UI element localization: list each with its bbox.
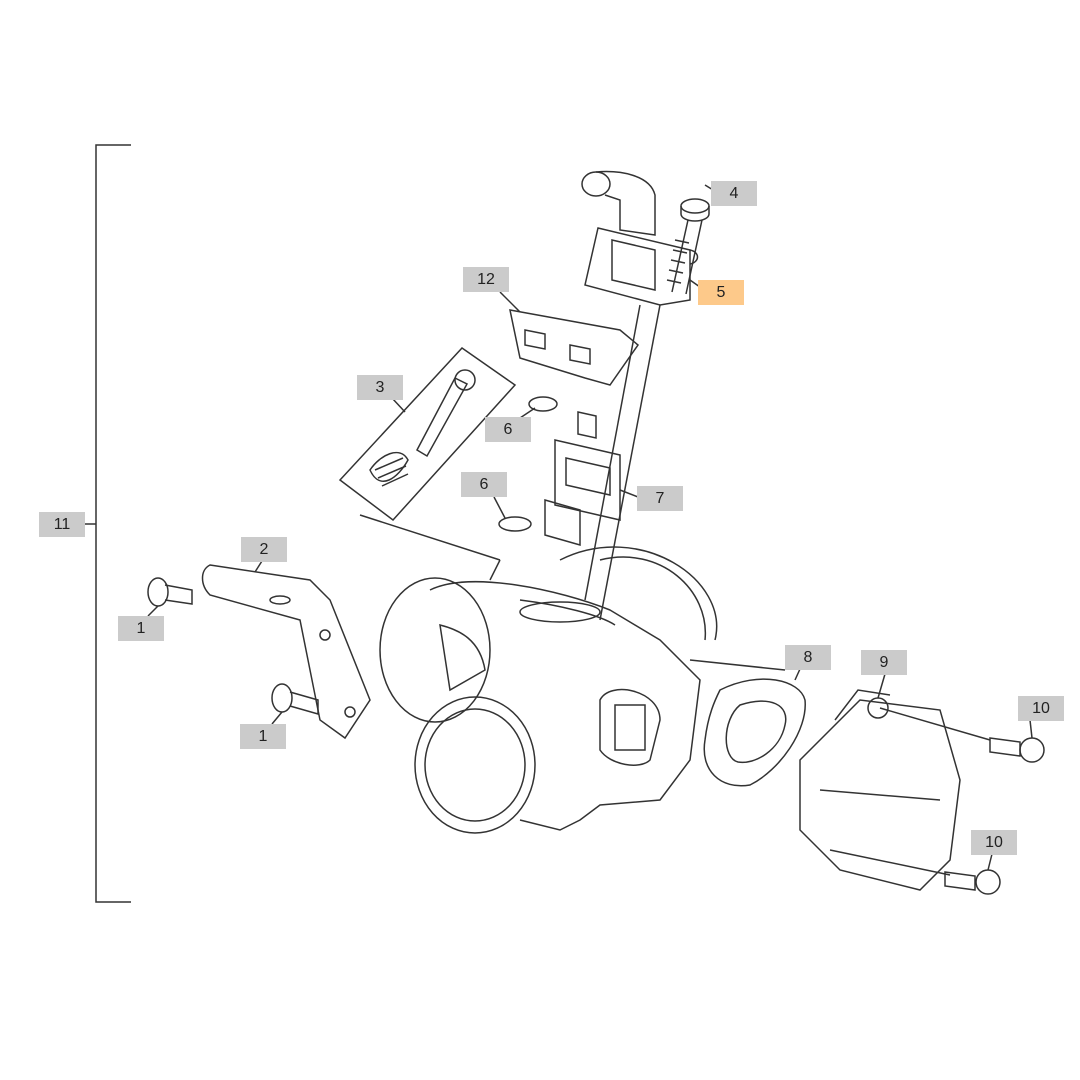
cover-part-9 [799,673,991,891]
callout-6-upper[interactable]: 6 [485,417,531,442]
assembly-bracket [95,144,131,903]
callout-9[interactable]: 9 [861,650,907,675]
sensor-part-7 [544,411,639,546]
callout-6-lower[interactable]: 6 [461,472,507,497]
callout-7[interactable]: 7 [637,486,683,511]
callout-12[interactable]: 12 [463,267,509,292]
spring-screw-kit-3 [338,347,517,581]
callout-3[interactable]: 3 [357,375,403,400]
gasket-part-8 [689,659,806,787]
callout-1-upper[interactable]: 1 [118,616,164,641]
throttle-body [379,546,718,834]
screw-part-1b [271,683,319,725]
callout-11[interactable]: 11 [39,512,85,537]
callout-10-lower[interactable]: 10 [971,830,1017,855]
bracket-plate-2 [201,560,371,740]
callout-5-highlighted[interactable]: 5 [698,280,744,305]
screw-part-10a [989,719,1045,763]
bolt-part-4 [666,184,719,295]
callout-8[interactable]: 8 [785,645,831,670]
callout-1-lower[interactable]: 1 [240,724,286,749]
clamp-part-5 [581,170,708,621]
o-ring-6a [528,396,558,412]
callout-4[interactable]: 4 [711,181,757,206]
o-ring-6b [498,516,532,532]
callout-2[interactable]: 2 [241,537,287,562]
screw-part-10b [944,853,1001,895]
callout-10-upper[interactable]: 10 [1018,696,1064,721]
screw-part-1a [147,577,193,617]
bracket-part-12 [499,291,640,386]
